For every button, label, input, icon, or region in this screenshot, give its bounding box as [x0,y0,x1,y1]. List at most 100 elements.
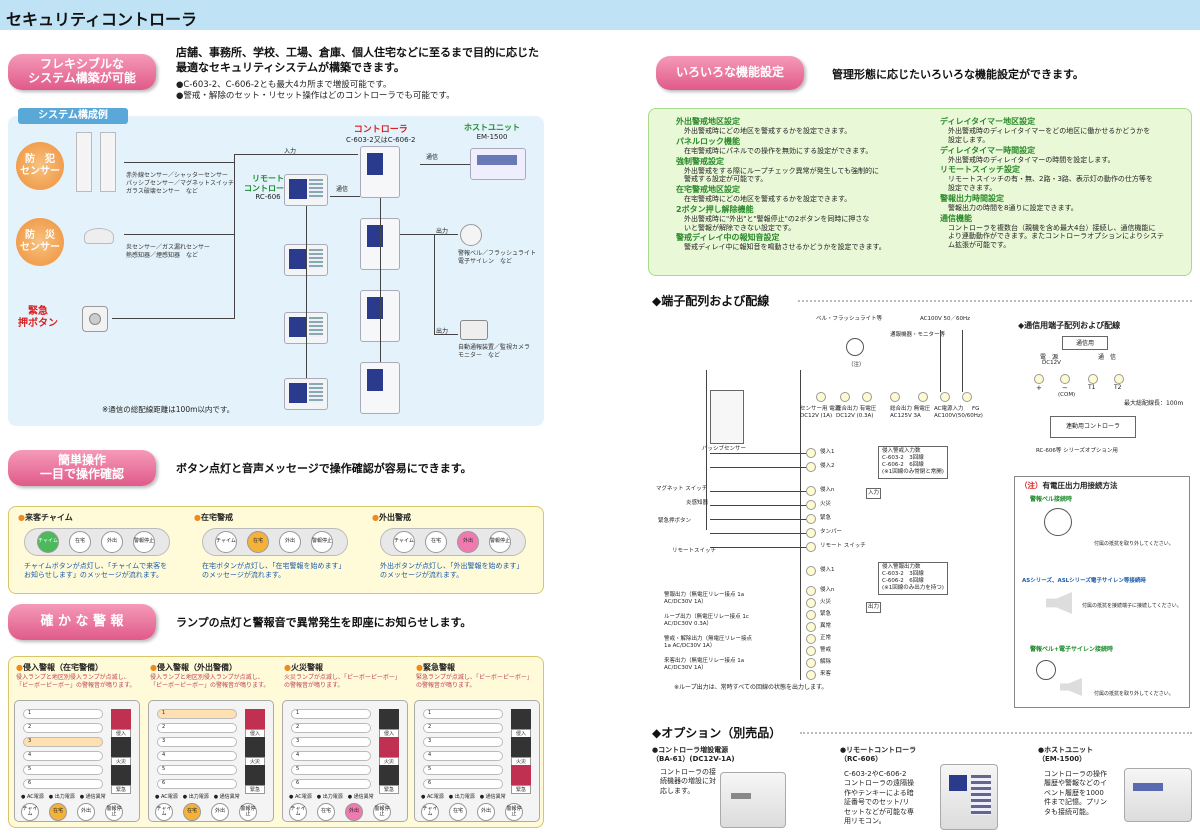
flex-lead: 店舗、事務所、学校、工場、倉庫、個人住宅などに至るまで目的に応じた 最適なセキュ… [176,46,556,76]
input-terminal-label: 緊急 [820,515,832,521]
input-wire [710,547,806,548]
crime-sensor-desc: 赤外線センサー／シャッターセンサー パッシブセンサー／マグネットスイッチ ガラス… [126,172,234,195]
alarm-op-button[interactable]: 外出 [211,803,229,821]
func-feature-head: 在宅警戒地区設定 [676,185,740,194]
chime-button[interactable]: チャイム [37,531,59,553]
func-feature-body: リモートスイッチの有・無、2路・3路、表示灯の動作の仕方等を設定できます。 [940,175,1190,193]
alarm-op-button[interactable]: 警報停止 [373,803,391,821]
alarm-zone-row: 5 [157,765,237,775]
alarm-status-line: ● AC電源 ● 出力電源 ● 通信異常 [155,794,240,800]
output-terminal [806,634,816,644]
alarm-op-button[interactable]: 在宅 [49,803,67,821]
flex-bullets: ●C-603-2、C-606-2とも最大4カ所まで増設可能です。 ●警戒・解除の… [176,80,455,103]
input-group-label: 入力 [866,488,882,499]
alarm-zone-row: 2 [291,723,371,733]
alarm-desc-line: 侵入ランプと地区別侵入ランプが点滅し、 [16,674,130,681]
option-2-image [940,764,998,830]
option-2-t4: 証番号でのセット/リ [844,798,910,807]
remote-label-1: リモート [252,174,284,183]
alarm-zone-row: 2 [23,723,103,733]
easy-item-1: ●来客チャイム [18,512,188,523]
func-feature-line: 外出警戒時にどの地区を警戒するかを設定できます。 [684,127,852,135]
out-button[interactable]: 外出 [457,531,479,553]
alarm-op-button[interactable]: チャイム [421,803,439,821]
alarm-zone-row: 1 [291,709,371,719]
alarm-op-button[interactable]: 外出 [77,803,95,821]
output-group-label: 出力 [866,602,882,613]
func-feature-body: 外出警戒時に"外出"と"警報停止"の2ボタンを同時に押さないと警報が解除できない… [676,215,926,233]
alarm-zone-row: 1 [423,709,503,719]
alarm-icon-火災: 火災 [245,737,265,766]
input-terminal [806,514,816,524]
alarm-icon-緊急: 緊急 [111,765,131,794]
out-button[interactable]: 外出 [101,531,123,553]
home-button[interactable]: 在宅 [69,531,91,553]
input-wire [710,533,806,534]
func-feature-body: 外出警戒をする際にループチェック異常が発生しても強制的に警戒する設定が可能です。 [676,167,926,185]
home-button[interactable]: 在宅 [247,531,269,553]
alarm-op-button[interactable]: チャイム [21,803,39,821]
alarm-op-button[interactable]: チャイム [155,803,173,821]
bell-conn-note: 付属の抵抗を取り外してください。 [1094,541,1174,547]
output-terminal [806,622,816,632]
stop-button[interactable]: 警報停止 [311,531,333,553]
output-terminal-label: 警戒 [820,647,832,653]
output-terminal [806,670,816,680]
input-table-line: C-603-2 3回線 [882,455,924,462]
stop-button[interactable]: 警報停止 [133,531,155,553]
output-desc: 警戒・解除出力（無電圧リレー接点 1a AC/DC30V 1A） [664,636,753,649]
alarm-op-button[interactable]: チャイム [289,803,307,821]
camera-desc-2: モニター など [458,351,501,359]
highv-mark: （注） [1020,481,1043,490]
emergency-btn-label: 緊急押ボタン [658,518,692,524]
option-3-text: コントローラの操作 履歴や警報などのイ ベント履歴を1000 件まで記憶。プリン… [1044,770,1118,817]
alarm-op-button[interactable]: 警報停止 [105,803,123,821]
input-terminal-label: 侵入1 [820,449,835,455]
out-button[interactable]: 外出 [279,531,301,553]
alarm-icon-緊急: 緊急 [511,765,531,794]
wiring-title: ◆端子配列および配線 [652,294,770,308]
easy-pill-2: 一目で操作確認 [39,467,124,481]
func-feature-line: より連動動作ができます。またコントローラオプションによりシステ [948,232,1165,241]
alarm-zone-row: 4 [423,751,503,761]
flex-pill-line1: フレキシブルな [39,57,124,72]
alarm-op-button[interactable]: 在宅 [183,803,201,821]
options-title: ◆オプション（別売品） [652,726,782,740]
top-terminal-label: FG [972,406,980,412]
alarm-op-button[interactable]: 外出 [477,803,495,821]
input-wire [710,519,806,520]
crime-sensor-badge: 防 犯センサー [16,142,64,190]
func-feature-line: 外出警戒をする際にループチェック異常が発生しても強制的に [684,166,880,175]
alarm-icon-緊急: 緊急 [379,765,399,794]
alarm-zone-row: 1 [157,709,237,719]
option-3-title-2: （EM-1500） [1038,755,1087,764]
alarm-op-button[interactable]: 在宅 [449,803,467,821]
alarm-op-button[interactable]: 警報停止 [505,803,523,821]
alarm-zone-row: 5 [423,765,503,775]
easy-lead: ボタン点灯と音声メッセージで操作確認が容易にできます。 [176,462,472,475]
fire-sensor-label: 炎感知器 [686,500,709,506]
func-panel [648,108,1192,276]
alarm-op-button[interactable]: 警報停止 [239,803,257,821]
easy-pill-1: 簡単操作 [57,453,106,468]
note-mark: （注） [848,362,865,368]
option-3-t3: ベント履歴を1000 [1044,788,1104,797]
input-label: 入力 [284,148,297,155]
stop-button[interactable]: 警報停止 [489,531,511,553]
output-terminal-label: 火災 [820,599,832,605]
comm-comm: 通 信 [1098,354,1117,361]
alarm-op-button[interactable]: 在宅 [317,803,335,821]
alarm-zone-row: 4 [291,751,371,761]
alarm-desc-line: の警報音が鳴ります。 [284,681,344,689]
host-label-text: ホストユニット [464,123,520,132]
home-button[interactable]: 在宅 [425,531,447,553]
chime-button[interactable]: チャイム [393,531,415,553]
output-desc: 警報出力（無電圧リレー接点 1a AC/DC30V 1A） [664,592,745,605]
chime-button[interactable]: チャイム [215,531,237,553]
func-feature-body: 在宅警戒時にどの地区を警戒するかを設定できます。 [676,195,926,204]
alarm-op-button[interactable]: 外出 [345,803,363,821]
